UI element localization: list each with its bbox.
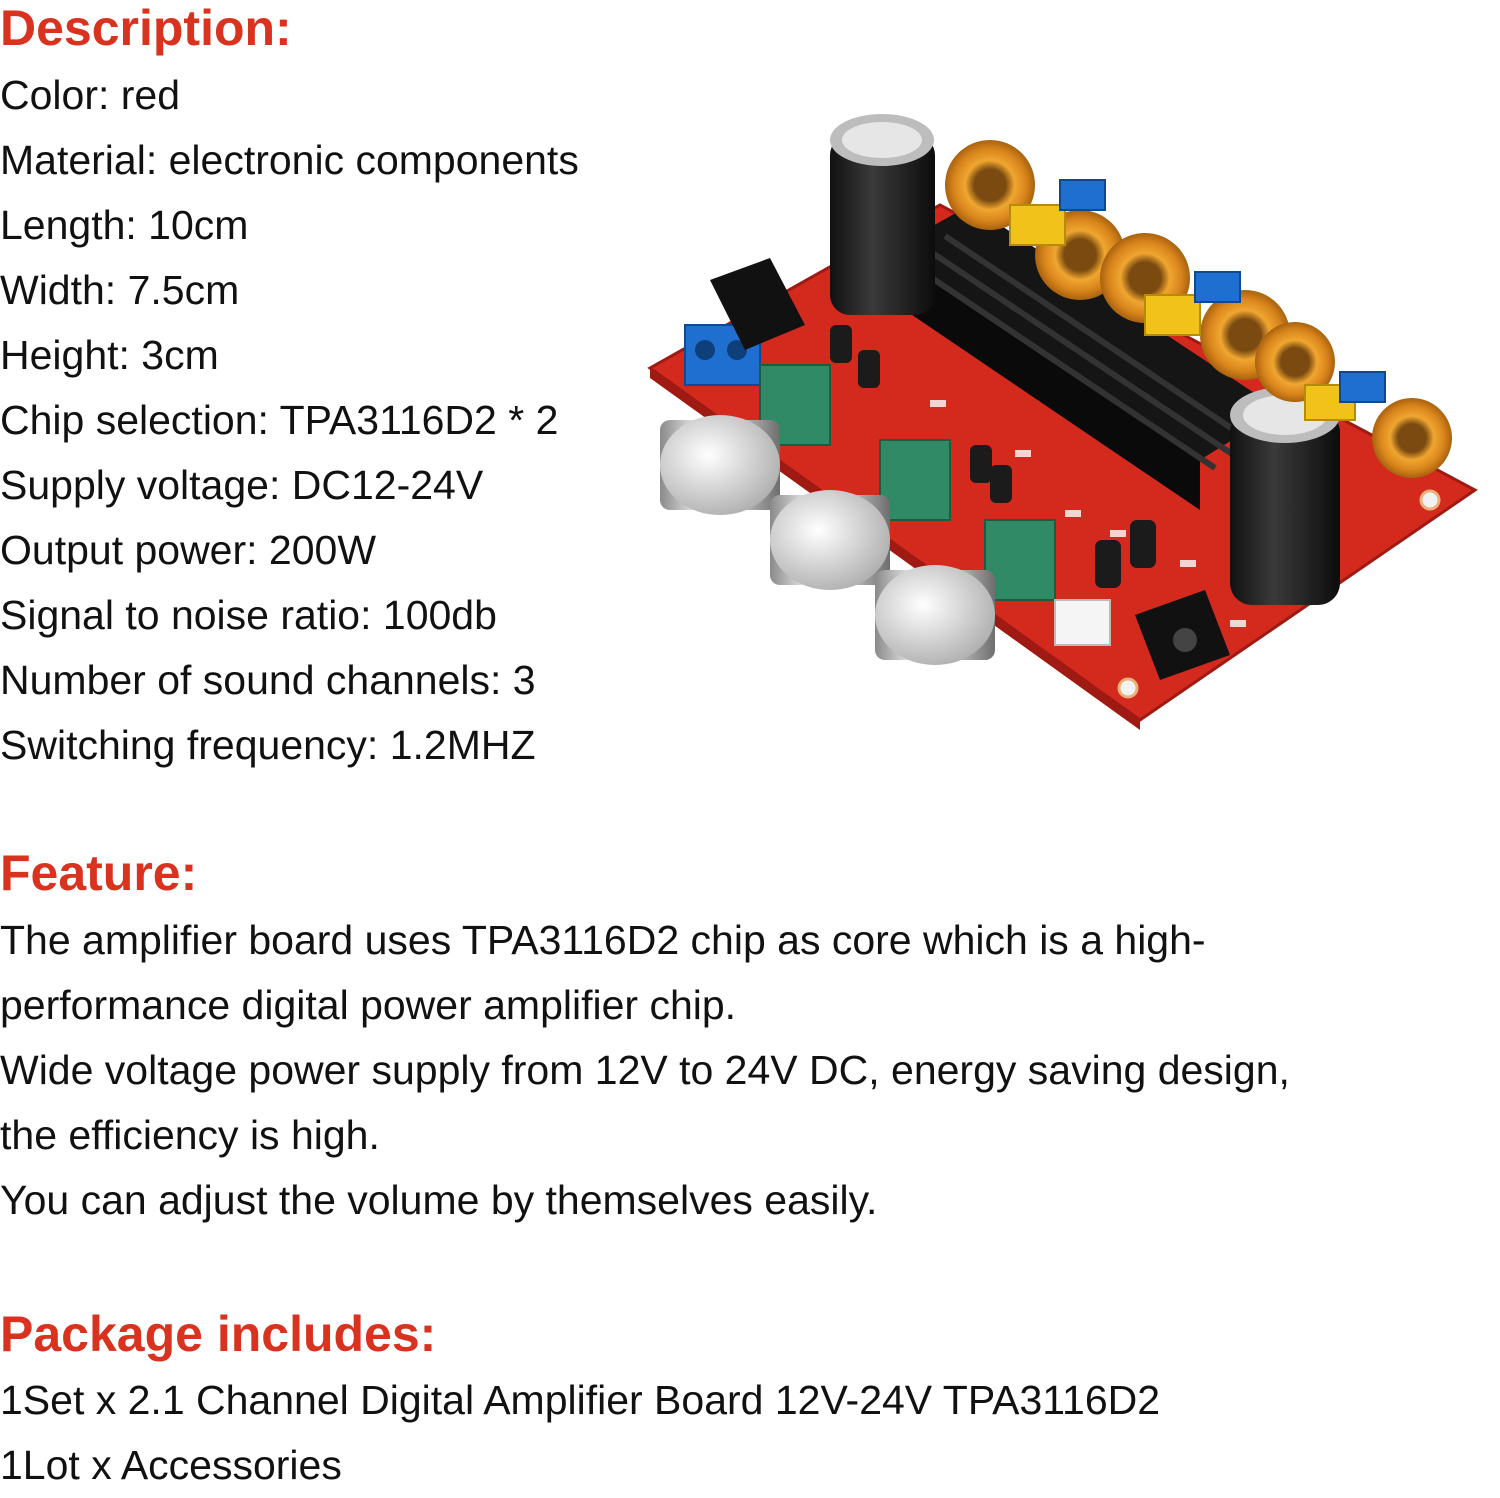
heatsink [890,205,1280,510]
input-connector [1054,590,1230,680]
treble-knob [770,490,890,590]
package-item: 1Lot x Accessories [0,1442,342,1488]
package-list: 1Set x 2.1 Channel Digital Amplifier Boa… [0,1368,1160,1498]
amplifier-board-image [647,114,1478,730]
spec-height: Height: 3cm [0,332,219,378]
spec-chip: Chip selection: TPA3116D2 * 2 [0,397,559,443]
spec-output-power: Output power: 200W [0,527,377,573]
feature-line: Wide voltage power supply from 12V to 24… [0,1047,1290,1093]
spec-supply-voltage: Supply voltage: DC12-24V [0,462,484,508]
spec-switching-frequency: Switching frequency: 1.2MHZ [0,722,536,768]
mounting-hole [1117,677,1139,699]
package-heading: Package includes: [0,1306,437,1362]
feature-line: performance digital power amplifier chip… [0,982,737,1028]
feature-heading: Feature: [0,845,198,901]
mounting-hole [1419,489,1441,511]
feature-line: the efficiency is high. [0,1112,380,1158]
spec-color: Color: red [0,72,181,118]
spec-width: Width: 7.5cm [0,267,240,313]
dc-jack [710,258,805,350]
spec-length: Length: 10cm [0,202,249,248]
description-heading: Description: [0,0,292,56]
description-list: Color: red Material: electronic componen… [0,63,579,778]
bass-knob [875,565,995,665]
volume-knob [660,415,780,515]
feature-text: The amplifier board uses TPA3116D2 chip … [0,908,1290,1233]
spec-material: Material: electronic components [0,137,579,183]
feature-line: You can adjust the volume by themselves … [0,1177,878,1223]
spec-snr: Signal to noise ratio: 100db [0,592,497,638]
feature-line: The amplifier board uses TPA3116D2 chip … [0,917,1206,963]
package-item: 1Set x 2.1 Channel Digital Amplifier Boa… [0,1377,1161,1423]
speaker-terminals [1059,179,1386,403]
spec-channels: Number of sound channels: 3 [0,657,536,703]
capacitor-large [830,114,935,315]
